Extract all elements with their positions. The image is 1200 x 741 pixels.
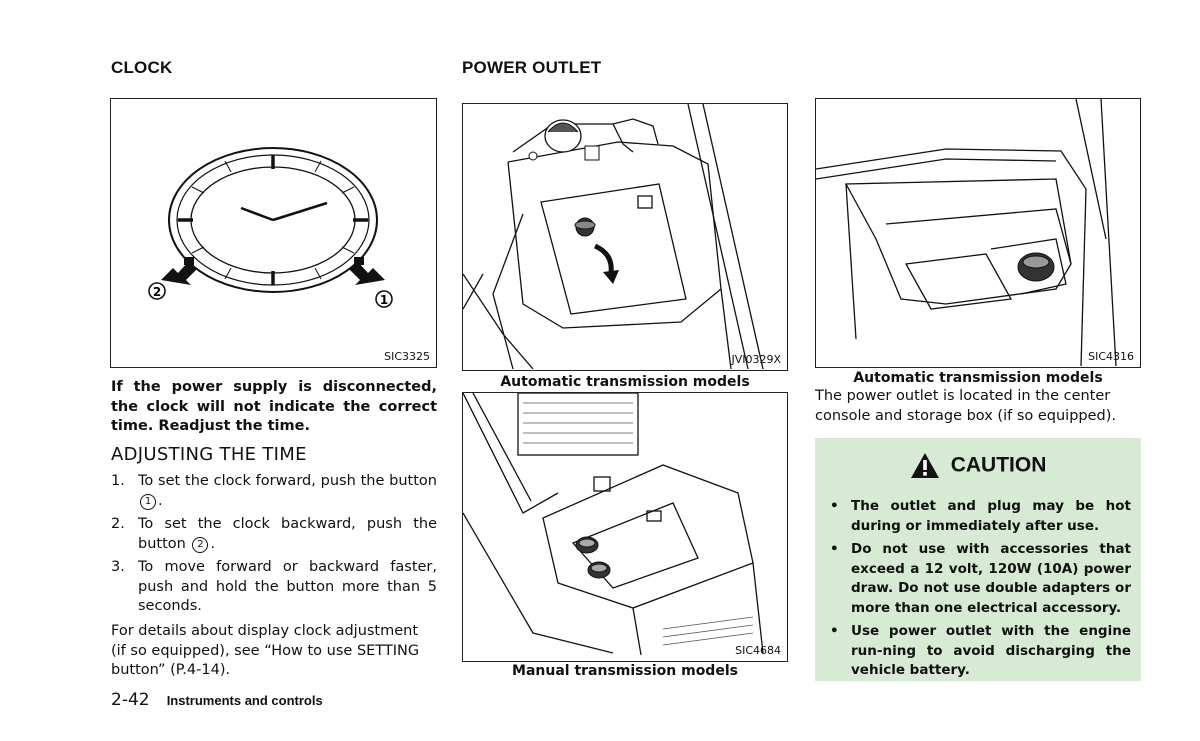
- section-label: Instruments and controls: [166, 693, 323, 708]
- auto-storage-figure: SIC4316: [815, 98, 1141, 368]
- caution-box: CAUTION •The outlet and plug may be hot …: [815, 438, 1141, 681]
- display-clock-details: For details about display clock adjustme…: [111, 623, 420, 678]
- step-3: 3. To move forward or backward faster, p…: [111, 559, 437, 614]
- auto-storage-caption: Automatic transmission models: [853, 370, 1103, 386]
- manual-console-figure: SIC4684: [462, 392, 788, 662]
- adjust-steps: 1. To set the clock forward, push the bu…: [111, 472, 437, 621]
- clock-heading: CLOCK: [111, 58, 173, 77]
- manual-console-caption: Manual transmission models: [512, 663, 738, 679]
- caution-item: •Do not use with accessories that exceed…: [830, 541, 1131, 616]
- power-notice: If the power supply is disconnected, the…: [111, 379, 437, 434]
- warning-triangle-icon: [910, 453, 939, 478]
- clock-figure: 2 1 SIC3325: [110, 98, 437, 368]
- manual-console-illustration: [462, 392, 764, 656]
- caution-header: CAUTION: [815, 452, 1141, 479]
- auto-console-illustration: [462, 103, 764, 370]
- auto-storage-figure-code: SIC4316: [1088, 350, 1134, 363]
- caution-list: •The outlet and plug may be hot during o…: [827, 497, 1131, 685]
- label-1: 1: [380, 293, 388, 307]
- button-2-ref: 2: [192, 536, 209, 553]
- label-2: 2: [153, 285, 161, 299]
- auto-console-caption: Automatic transmission models: [500, 374, 750, 390]
- clock-illustration: 2 1: [148, 147, 393, 308]
- adjusting-time-subheading: ADJUSTING THE TIME: [111, 444, 307, 465]
- power-outlet-location-text: The power outlet is located in the cente…: [815, 388, 1116, 424]
- auto-console-figure: JVI0329X: [462, 103, 788, 371]
- page-number: 2-42: [111, 690, 150, 710]
- step-2: 2. To set the clock backward, push the b…: [111, 516, 437, 553]
- caution-item: •The outlet and plug may be hot during o…: [830, 498, 1131, 534]
- clock-figure-code: SIC3325: [384, 350, 430, 363]
- power-outlet-heading: POWER OUTLET: [462, 58, 602, 77]
- step-1: 1. To set the clock forward, push the bu…: [111, 473, 437, 510]
- page-footer: 2-42 Instruments and controls: [111, 690, 323, 710]
- caution-item: •Use power outlet with the engine run-ni…: [830, 623, 1131, 678]
- manual-console-figure-code: SIC4684: [735, 644, 781, 657]
- button-1-ref: 1: [140, 493, 156, 510]
- caution-title: CAUTION: [950, 453, 1047, 477]
- auto-console-figure-code: JVI0329X: [731, 353, 781, 366]
- auto-storage-illustration: [815, 98, 1117, 367]
